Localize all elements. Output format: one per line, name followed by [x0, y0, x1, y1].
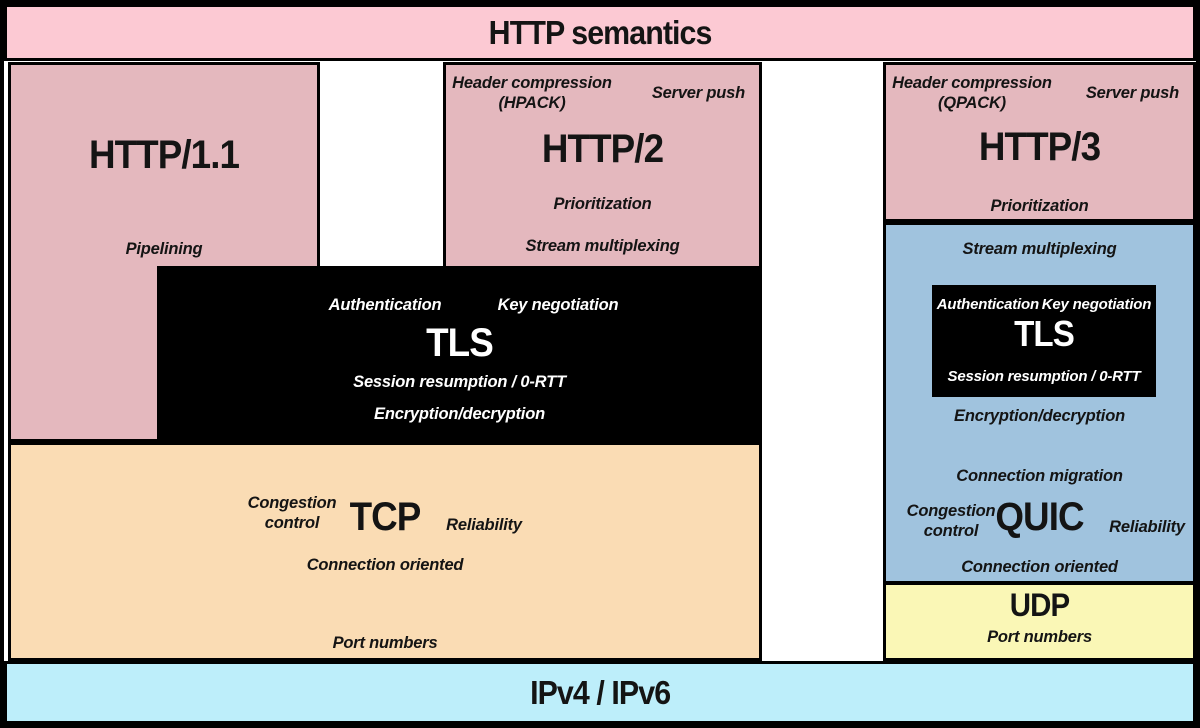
feature-authentication: Authentication: [936, 296, 1039, 313]
feature-connection-oriented: Connection oriented: [961, 558, 1118, 576]
feature-pipelining: Pipelining: [125, 240, 203, 258]
quic-tls-top-labels: Authentication Key negotiation: [934, 287, 1154, 315]
feature-connection-migration: Connection migration: [956, 467, 1123, 485]
feature-congestion-control: Congestion control: [906, 502, 996, 540]
feature-prioritization: Prioritization: [990, 197, 1089, 215]
udp-title: UDP: [1009, 587, 1070, 623]
feature-connection-oriented: Connection oriented: [306, 556, 464, 574]
feature-encryption-decryption: Encryption/decryption: [374, 405, 545, 423]
http2-title: HTTP/2: [541, 127, 664, 171]
feature-reliability: Reliability: [446, 516, 522, 534]
feature-header-compression-hpack: Header compression (HPACK): [452, 74, 612, 112]
feature-reliability: Reliability: [1109, 518, 1185, 536]
http3-box: Header compression (QPACK) Server push H…: [883, 62, 1196, 222]
http3-title: HTTP/3: [978, 125, 1101, 169]
feature-prioritization: Prioritization: [553, 195, 652, 213]
quic-tls-box: Authentication Key negotiation TLS Sessi…: [932, 285, 1156, 397]
feature-key-negotiation: Key negotiation: [497, 296, 619, 314]
quic-tls-title: TLS: [1014, 313, 1075, 354]
http11-title: HTTP/1.1: [88, 133, 240, 177]
tcp-title: TCP: [349, 495, 422, 539]
udp-box: UDP Port numbers: [883, 582, 1196, 661]
feature-session-resumption: Session resumption / 0-RTT: [947, 368, 1141, 385]
feature-server-push: Server push: [1085, 84, 1179, 102]
feature-port-numbers: Port numbers: [332, 634, 438, 652]
feature-congestion-control: Congestion control: [247, 494, 337, 532]
http-semantics-title: HTTP semantics: [488, 13, 713, 51]
feature-header-compression-qpack: Header compression (QPACK): [892, 74, 1052, 112]
ip-bar: IPv4 / IPv6: [4, 661, 1196, 724]
feature-authentication: Authentication: [328, 296, 442, 314]
tls-box: Authentication Key negotiation TLS Sessi…: [157, 266, 762, 444]
http-semantics-banner: HTTP semantics: [4, 4, 1196, 61]
feature-server-push: Server push: [651, 84, 745, 102]
feature-stream-multiplexing: Stream multiplexing: [962, 240, 1117, 258]
feature-stream-multiplexing: Stream multiplexing: [525, 237, 680, 255]
tls-title: TLS: [426, 321, 494, 365]
feature-key-negotiation: Key negotiation: [1041, 296, 1152, 313]
http2-box: Header compression (HPACK) Server push H…: [443, 62, 762, 270]
ip-title: IPv4 / IPv6: [529, 673, 671, 711]
feature-port-numbers: Port numbers: [987, 628, 1092, 646]
quic-title: QUIC: [995, 495, 1084, 539]
quic-box: Stream multiplexing Authentication Key n…: [883, 222, 1196, 584]
tcp-box: Congestion control TCP Reliability Conne…: [8, 442, 762, 661]
feature-session-resumption: Session resumption / 0-RTT: [353, 373, 566, 391]
feature-encryption-decryption: Encryption/decryption: [954, 407, 1125, 425]
